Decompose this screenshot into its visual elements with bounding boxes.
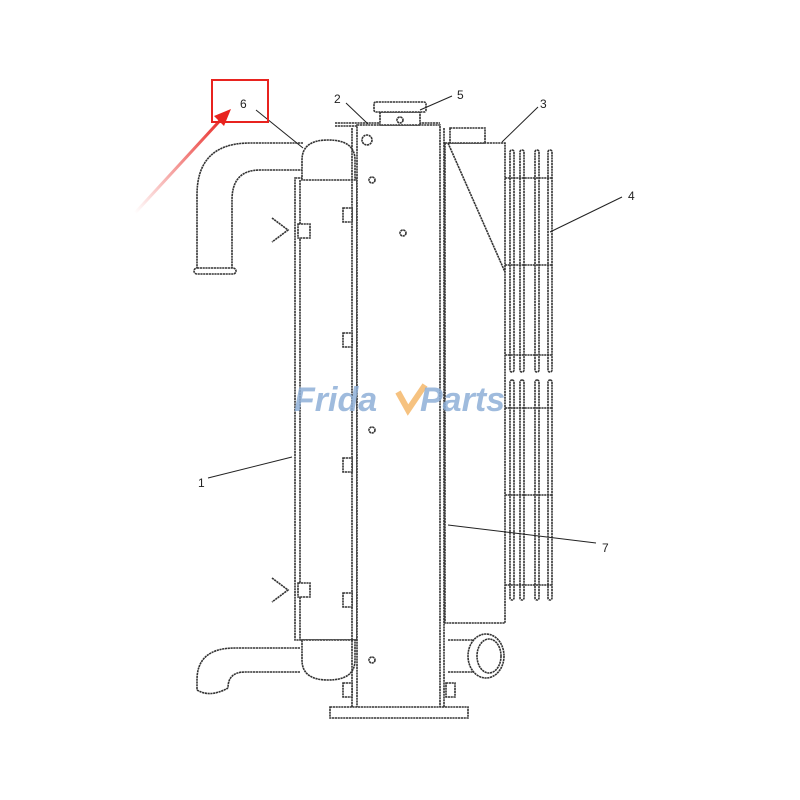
callout-3: 3 xyxy=(540,97,547,111)
guard-bar xyxy=(547,379,553,601)
callout-2: 2 xyxy=(334,92,341,106)
guard-bar xyxy=(534,379,540,601)
lower-pipe-end xyxy=(196,687,229,695)
callout-6: 6 xyxy=(240,97,247,111)
wing-nut-icon xyxy=(271,217,311,243)
fan-shroud xyxy=(444,142,506,624)
guard-bar xyxy=(519,149,525,373)
cooler-bottom-tank xyxy=(301,639,356,681)
radiator-cap xyxy=(373,101,427,113)
upper-hose-pipe xyxy=(196,142,303,270)
guard-bar xyxy=(519,379,525,601)
cooler-top-tank xyxy=(301,139,356,181)
cooler-core xyxy=(294,177,358,641)
base-plate xyxy=(329,706,469,719)
highlight-arrow-icon xyxy=(133,109,231,215)
highlight-box xyxy=(211,79,269,123)
guard-bar xyxy=(509,379,515,601)
bolt-icon xyxy=(342,592,353,608)
svg-text:Parts: Parts xyxy=(420,381,505,419)
wing-nut-icon xyxy=(271,577,311,603)
bolt-icon xyxy=(342,207,353,223)
lower-hose-pipe xyxy=(196,647,300,690)
bolt-icon xyxy=(342,332,353,348)
fan-guard xyxy=(505,149,553,601)
radiator-tank xyxy=(356,124,441,714)
callout-7: 7 xyxy=(602,541,609,555)
upper-pipe-end xyxy=(193,267,237,275)
svg-text:Frida: Frida xyxy=(294,381,377,419)
guard-bar xyxy=(509,149,515,373)
guard-bar xyxy=(547,149,553,373)
bolt-icon xyxy=(342,457,353,473)
bolt-icon xyxy=(445,682,456,698)
guard-bar xyxy=(534,149,540,373)
callout-1: 1 xyxy=(198,476,205,490)
callout-4: 4 xyxy=(628,189,635,203)
watermark-logo: Frida Parts xyxy=(294,381,505,419)
bolt-icon xyxy=(342,682,353,698)
callout-5: 5 xyxy=(457,88,464,102)
